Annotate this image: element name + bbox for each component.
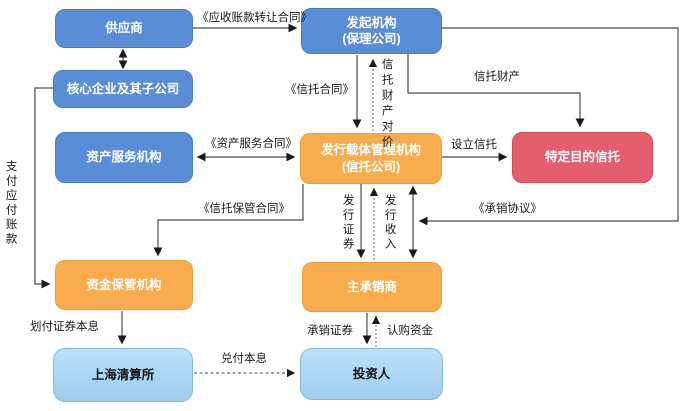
label-pay-accounts-payable: 支付应付账款: [4, 160, 17, 247]
node-core-enterprise-label: 核心企业及其子公司: [66, 81, 180, 96]
label-issuance-proceeds: 发行收入: [383, 194, 396, 252]
node-core-enterprise: 核心企业及其子公司: [53, 70, 193, 108]
edge-custody-contract: [153, 184, 304, 257]
node-investors-label: 投资人: [352, 366, 391, 381]
node-supplier: 供应商: [55, 9, 193, 48]
node-fund-custodian: 资金保管机构: [55, 260, 193, 310]
edge-underwriting-agreement: [418, 27, 679, 226]
label-subscription-funds: 认购资金: [387, 325, 433, 337]
node-special-purpose-trust-label: 特定目的信托: [544, 150, 620, 165]
label-underwrite-securities: 承销证券: [307, 325, 353, 337]
label-trust-property-consideration: 信托财产对价: [380, 58, 393, 151]
edge-originator-to-spt-trust-property: [407, 54, 585, 128]
node-issuer-manager-sublabel: (信托公司): [341, 159, 401, 174]
label-trust-contract: 《信托合同》: [285, 84, 354, 96]
node-originator-sublabel: (保理公司): [342, 32, 401, 46]
label-redeem-principal-interest: 兑付本息: [221, 353, 267, 365]
node-fund-custodian-label: 资金保管机构: [86, 277, 162, 292]
node-shanghai-clearing-house-label: 上海清算所: [91, 367, 155, 382]
label-trust-custody-contract: 《信托保管合同》: [198, 203, 290, 215]
node-asset-servicer-label: 资产服务机构: [86, 150, 162, 165]
label-issue-securities: 发行证券: [341, 194, 354, 252]
label-trust-property: 信托财产: [474, 71, 520, 83]
label-underwriting-agreement: 《承销协议》: [473, 203, 542, 215]
node-asset-servicer: 资产服务机构: [55, 132, 193, 183]
node-lead-underwriter-label: 主承销商: [346, 279, 397, 294]
node-originator-label: 发起机构: [346, 15, 397, 30]
node-shanghai-clearing-house: 上海清算所: [53, 348, 193, 402]
node-lead-underwriter: 主承销商: [302, 262, 442, 312]
edge-core-to-custodian-pay: [34, 87, 53, 289]
node-issuer-manager-label: 发行载体管理机构: [320, 143, 421, 158]
node-originator: 发起机构 (保理公司): [301, 8, 442, 54]
label-asset-service-contract: 《资产服务合同》: [205, 138, 297, 150]
label-set-up-trust: 设立信托: [451, 139, 497, 151]
node-special-purpose-trust: 特定目的信托: [512, 132, 653, 183]
label-receivable-transfer-contract: 《应收账款转让合同》: [197, 12, 312, 24]
node-issuer-manager: 发行载体管理机构 (信托公司): [300, 133, 442, 184]
node-supplier-label: 供应商: [105, 21, 143, 36]
label-transfer-principal-interest: 划付证券本息: [30, 321, 99, 333]
node-investors: 投资人: [300, 348, 443, 400]
